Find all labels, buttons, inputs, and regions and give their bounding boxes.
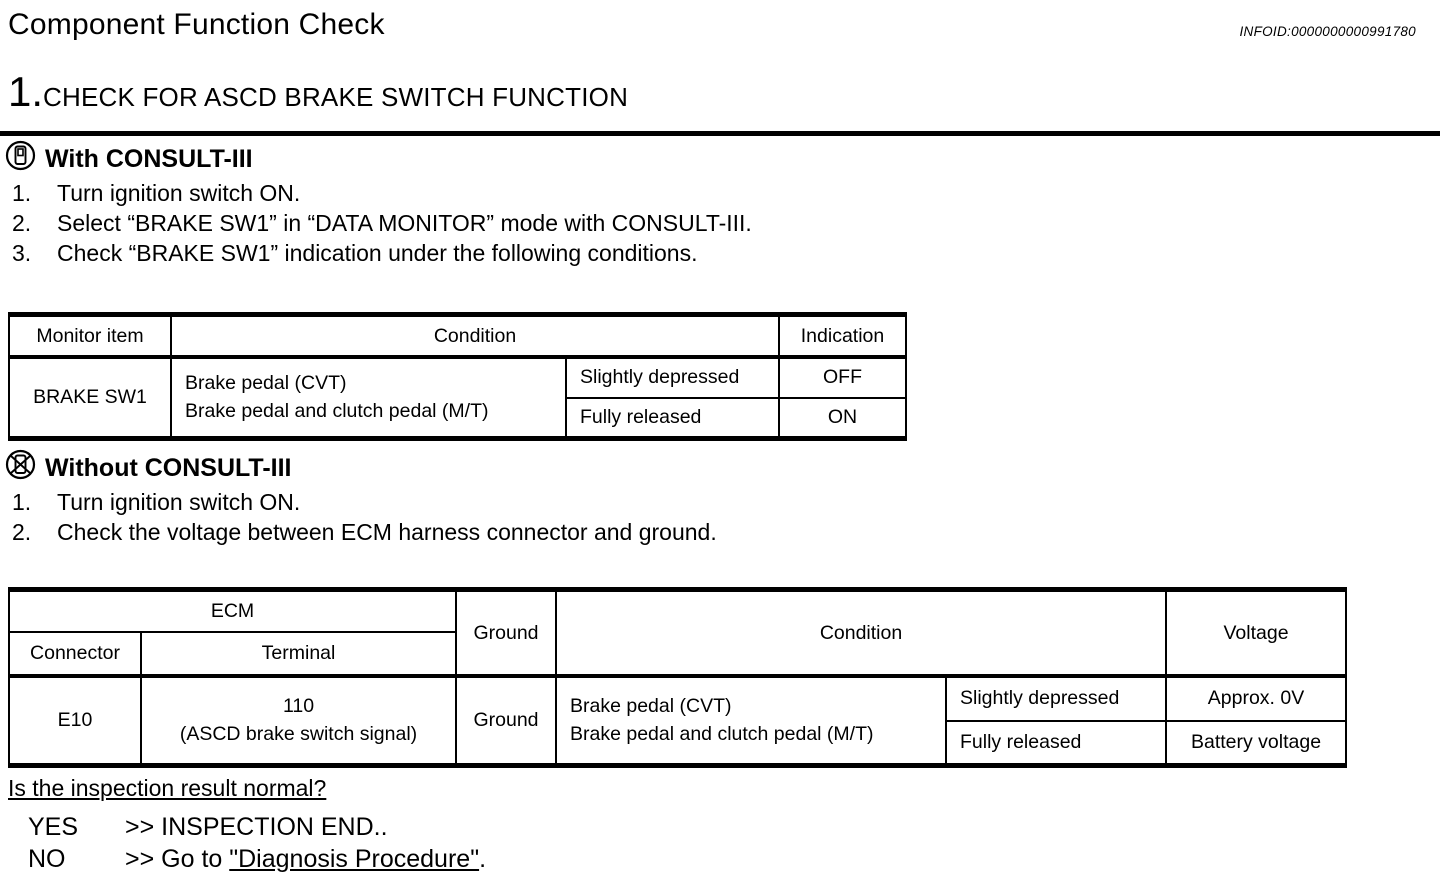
- infoid-label: INFOID:0000000000991780: [1239, 24, 1416, 39]
- without-consult-heading: Without CONSULT-III: [5, 449, 1440, 487]
- header-ecm: ECM: [8, 588, 457, 633]
- header-condition: Condition: [554, 588, 1168, 677]
- diagnosis-procedure-link[interactable]: "Diagnosis Procedure": [229, 845, 480, 873]
- condition-line-1: Brake pedal (CVT): [185, 371, 347, 394]
- cell-condition: Brake pedal (CVT) Brake pedal and clutch…: [170, 354, 567, 440]
- no-branch: NO >> Go to "Diagnosis Procedure".: [28, 843, 1440, 875]
- terminal-line-2: (ASCD brake switch signal): [179, 723, 418, 746]
- header-ground: Ground: [455, 588, 557, 677]
- condition-line-2: Brake pedal and clutch pedal (M/T): [185, 400, 489, 423]
- page-title: Component Function Check: [8, 8, 385, 41]
- no-action: >> Go to "Diagnosis Procedure".: [125, 843, 486, 875]
- step-heading: 1.CHECK FOR ASCD BRAKE SWITCH FUNCTION: [8, 68, 1440, 126]
- inspection-question: Is the inspection result normal?: [8, 775, 327, 801]
- yes-action: >> INSPECTION END..: [125, 813, 388, 841]
- cell-monitor-item: BRAKE SW1: [8, 354, 172, 440]
- header-indication: Indication: [778, 313, 908, 358]
- section-divider: [0, 131, 1440, 136]
- terminal-line-1: 110: [282, 694, 315, 717]
- yes-label: YES: [28, 813, 79, 841]
- header-condition: Condition: [169, 313, 781, 358]
- step-title: CHECK FOR ASCD BRAKE SWITCH FUNCTION: [43, 82, 629, 112]
- voltage-check-table: ECM Ground Condition Voltage Connector T…: [8, 587, 1348, 768]
- header-monitor-item: Monitor item: [8, 313, 172, 358]
- with-consult-steps: 1. Turn ignition switch ON. 2. Select “B…: [0, 178, 1440, 268]
- cell-voltage: Battery voltage: [1165, 719, 1348, 767]
- header-voltage: Voltage: [1165, 588, 1348, 677]
- consult-tool-icon: [5, 140, 36, 178]
- cell-condition: Brake pedal (CVT) Brake pedal and clutch…: [555, 673, 947, 767]
- header-terminal: Terminal: [140, 630, 457, 677]
- list-number: 1.: [12, 180, 32, 206]
- cell-indication: OFF: [778, 354, 908, 399]
- without-consult-steps: 1. Turn ignition switch ON. 2. Check the…: [0, 487, 1440, 547]
- yes-branch: YES >> INSPECTION END..: [28, 811, 1440, 843]
- list-number: 3.: [12, 240, 32, 266]
- cell-sub-condition: Slightly depressed: [944, 673, 1168, 722]
- with-consult-heading: With CONSULT-III: [5, 140, 1440, 178]
- no-action-prefix: >> Go to: [125, 845, 230, 873]
- list-item: 1. Turn ignition switch ON.: [0, 487, 1440, 517]
- result-branches: YES >> INSPECTION END.. NO >> Go to "Dia…: [28, 811, 1440, 875]
- cell-ground: Ground: [455, 673, 557, 767]
- step-number: 1.: [8, 68, 44, 115]
- list-text: Check the voltage between ECM harness co…: [57, 519, 717, 545]
- list-number: 2.: [12, 210, 32, 236]
- no-action-suffix: .: [479, 845, 487, 873]
- list-text: Check “BRAKE SW1” indication under the f…: [57, 240, 698, 266]
- list-number: 2.: [12, 519, 32, 545]
- cell-indication: ON: [778, 396, 908, 440]
- condition-line-2: Brake pedal and clutch pedal (M/T): [570, 723, 874, 746]
- list-text: Turn ignition switch ON.: [57, 180, 301, 206]
- list-item: 2. Check the voltage between ECM harness…: [0, 517, 1440, 547]
- list-text: Select “BRAKE SW1” in “DATA MONITOR” mod…: [57, 210, 752, 236]
- list-text: Turn ignition switch ON.: [57, 489, 301, 515]
- list-item: 3. Check “BRAKE SW1” indication under th…: [0, 238, 1440, 268]
- monitor-item-table: Monitor item Condition Indication BRAKE …: [8, 312, 908, 441]
- list-item: 2. Select “BRAKE SW1” in “DATA MONITOR” …: [0, 208, 1440, 238]
- cell-terminal: 110 (ASCD brake switch signal): [140, 673, 457, 767]
- no-label: NO: [28, 845, 66, 873]
- cell-sub-condition: Fully released: [944, 719, 1168, 767]
- no-consult-tool-icon: [5, 449, 36, 487]
- list-number: 1.: [12, 489, 32, 515]
- cell-voltage: Approx. 0V: [1165, 673, 1348, 722]
- cell-sub-condition: Slightly depressed: [564, 354, 781, 399]
- cell-connector: E10: [8, 673, 142, 767]
- header-connector: Connector: [8, 630, 142, 677]
- list-item: 1. Turn ignition switch ON.: [0, 178, 1440, 208]
- with-consult-label: With CONSULT-III: [45, 144, 253, 173]
- condition-line-1: Brake pedal (CVT): [570, 694, 732, 717]
- without-consult-label: Without CONSULT-III: [45, 453, 292, 482]
- cell-sub-condition: Fully released: [564, 396, 781, 440]
